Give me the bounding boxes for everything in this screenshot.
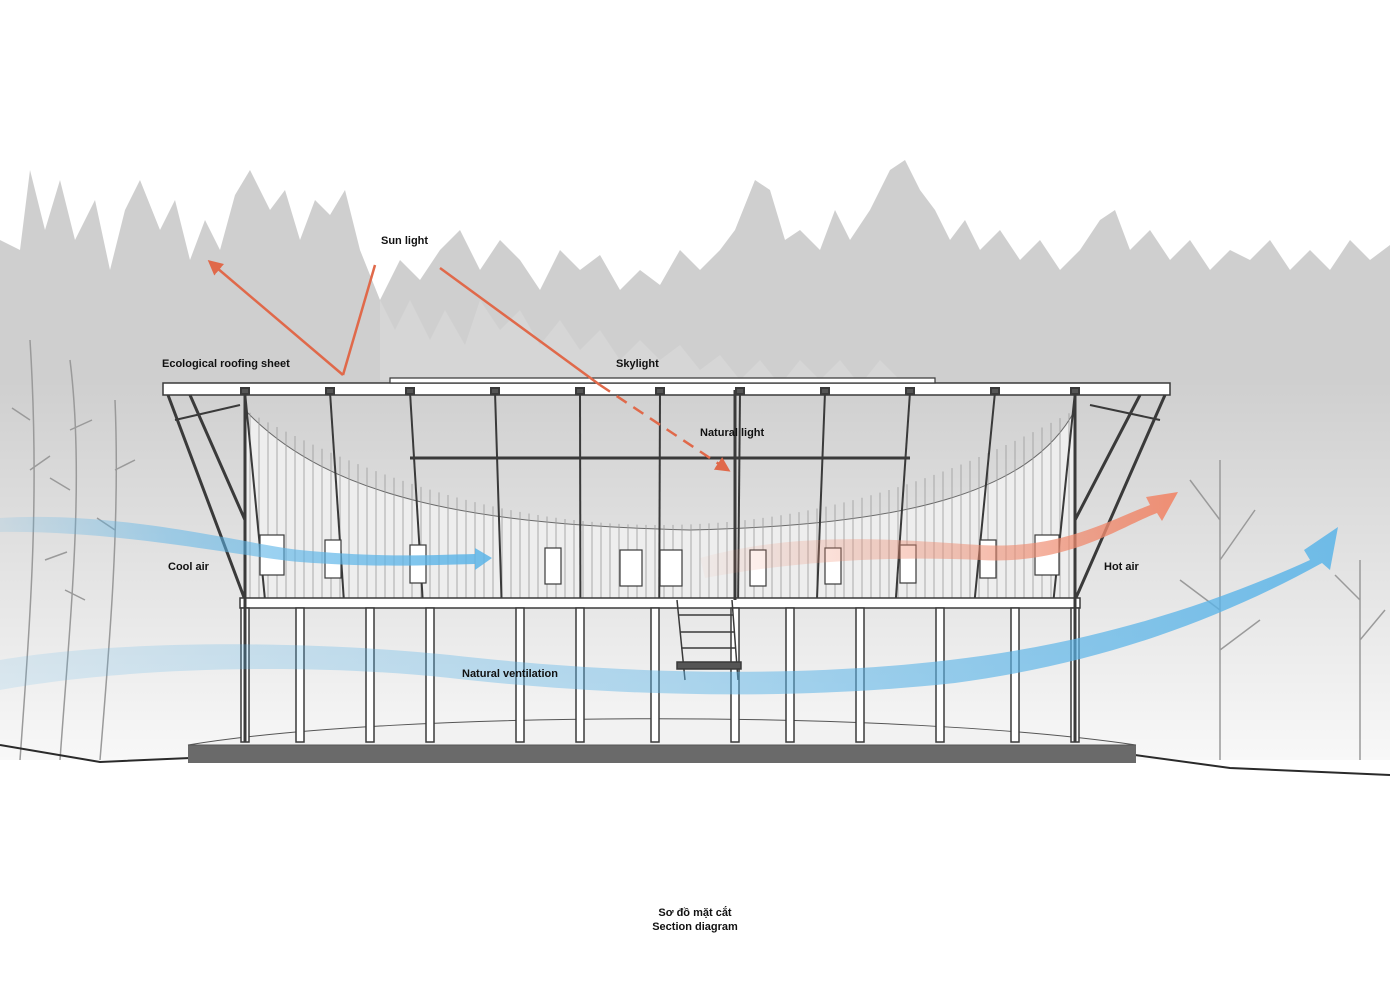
rafter-cap [991, 388, 999, 394]
window [620, 550, 642, 586]
skylight-label: Skylight [616, 358, 659, 370]
rafter-cap [576, 388, 584, 394]
rafter-cap [656, 388, 664, 394]
window [660, 550, 682, 586]
stilt [296, 608, 304, 742]
hot-air-label: Hot air [1104, 561, 1139, 573]
natural-light-label: Natural light [700, 427, 764, 439]
ecological-roofing-sheet-label: Ecological roofing sheet [162, 358, 290, 370]
rafter-cap [241, 388, 249, 394]
rafter-cap [406, 388, 414, 394]
rafter-cap [491, 388, 499, 394]
sun-light-label: Sun light [381, 235, 428, 247]
rafter-cap [736, 388, 744, 394]
floor-beam [240, 598, 1080, 608]
natural-ventilation-label: Natural ventilation [462, 668, 558, 680]
window [545, 548, 561, 584]
rafter-cap [1071, 388, 1079, 394]
forest-background [0, 160, 1390, 760]
caption-vietnamese: Sơ đồ mặt cắt [0, 906, 1390, 920]
stilt [1011, 608, 1019, 742]
skylight-cap [390, 378, 935, 383]
rafter-cap [821, 388, 829, 394]
rafter-cap [326, 388, 334, 394]
roof-sheet [163, 383, 1170, 395]
floor-slab [188, 745, 1136, 763]
rafter-cap [906, 388, 914, 394]
cool-air-label: Cool air [168, 561, 209, 573]
caption-english: Section diagram [0, 920, 1390, 934]
stilt [366, 608, 374, 742]
